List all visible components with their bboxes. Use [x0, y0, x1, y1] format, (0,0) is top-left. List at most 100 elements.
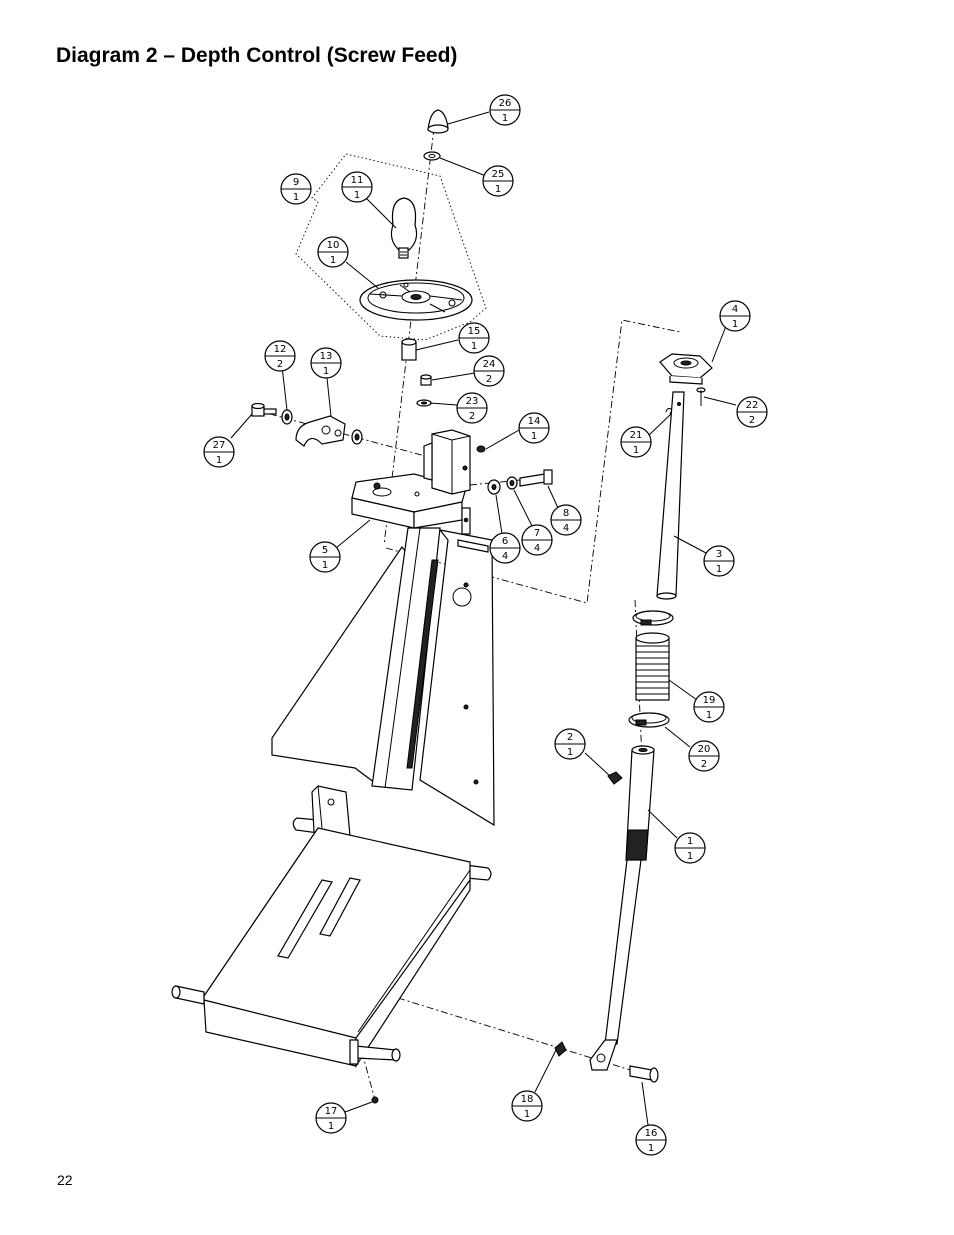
callout-27: 27 1 [203, 436, 235, 468]
callout-12-qty: 2 [277, 359, 283, 370]
knob-part-11 [390, 197, 418, 259]
callout-20-number: 20 [698, 744, 711, 755]
callout-18: 18 1 [511, 1090, 543, 1122]
callout-5-qty: 1 [322, 560, 328, 571]
callout-10-qty: 1 [330, 255, 336, 266]
hose-clamp-part-20-upper [632, 610, 674, 626]
callout-16-number: 16 [645, 1128, 658, 1139]
callout-balloons: 26 1 25 1 9 1 11 1 10 1 4 1 [203, 94, 768, 1156]
washer-part-25 [423, 151, 441, 161]
callout-12-number: 12 [274, 344, 287, 355]
washer-part-12 [281, 409, 363, 445]
callout-18-qty: 1 [524, 1109, 530, 1120]
bracket-part-13 [295, 415, 346, 447]
callout-4-qty: 1 [732, 319, 738, 330]
callout-9: 9 1 [280, 173, 312, 205]
callout-19: 19 1 [693, 691, 725, 723]
washer-part-23 [416, 399, 432, 407]
callout-24-qty: 2 [486, 374, 492, 385]
callout-13: 13 1 [310, 347, 342, 379]
set-screw-part-2 [607, 771, 623, 785]
callout-4: 4 1 [719, 300, 751, 332]
bolt-part-27 [251, 402, 277, 417]
callout-23-number: 23 [466, 396, 479, 407]
callout-8-qty: 4 [563, 523, 569, 534]
nut-part-17 [371, 1096, 379, 1104]
bushing-part-15 [401, 338, 417, 361]
callout-15: 15 1 [458, 322, 490, 354]
callout-8-number: 8 [563, 508, 569, 519]
callout-26-number: 26 [499, 98, 512, 109]
callout-26: 26 1 [489, 94, 521, 126]
callout-10: 10 1 [317, 236, 349, 268]
callout-14-number: 14 [528, 416, 541, 427]
callout-21-qty: 1 [633, 445, 639, 456]
callout-6-number: 6 [502, 536, 508, 547]
callout-6-qty: 4 [502, 551, 508, 562]
callout-1-number: 1 [687, 836, 693, 847]
callout-26-qty: 1 [502, 113, 508, 124]
callout-7-number: 7 [534, 528, 540, 539]
callout-27-number: 27 [213, 440, 226, 451]
bolt-part-8 [519, 469, 553, 487]
callout-14-qty: 1 [531, 431, 537, 442]
callout-3: 3 1 [703, 545, 735, 577]
washer-part-7 [506, 476, 518, 490]
callout-11-qty: 1 [354, 190, 360, 201]
callout-27-qty: 1 [216, 455, 222, 466]
callout-25: 25 1 [482, 165, 514, 197]
callout-23: 23 2 [456, 392, 488, 424]
callout-13-number: 13 [320, 351, 333, 362]
callout-17-qty: 1 [328, 1121, 334, 1132]
callout-25-qty: 1 [495, 184, 501, 195]
handwheel-subassembly-boundary [295, 153, 487, 341]
callout-7: 7 4 [521, 524, 553, 556]
washer-part-6 [487, 479, 501, 495]
callout-18-number: 18 [521, 1094, 534, 1105]
pin-part-22 [696, 387, 706, 406]
callout-25-number: 25 [492, 169, 505, 180]
arm-part-1 [589, 745, 655, 1071]
callout-1-qty: 1 [687, 851, 693, 862]
callout-5-number: 5 [322, 545, 328, 556]
housing-part-4 [659, 353, 713, 385]
callout-22-qty: 2 [749, 415, 755, 426]
callout-3-number: 3 [716, 549, 722, 560]
callout-9-qty: 1 [293, 192, 299, 203]
base-frame [171, 785, 492, 1069]
callout-11: 11 1 [341, 171, 373, 203]
callout-15-number: 15 [468, 326, 481, 337]
bellows-boot-part-19 [635, 632, 670, 701]
callout-23-qty: 2 [469, 411, 475, 422]
callout-19-number: 19 [703, 695, 716, 706]
callout-22: 22 2 [736, 396, 768, 428]
leader-lines [230, 111, 737, 1126]
screw-part-14 [476, 445, 486, 453]
callout-17-number: 17 [325, 1106, 338, 1117]
page-title: Diagram 2 – Depth Control (Screw Feed) [56, 44, 458, 67]
callout-11-number: 11 [351, 175, 364, 186]
clip-part-18 [554, 1041, 567, 1057]
callout-14: 14 1 [518, 412, 550, 444]
callout-1: 1 1 [674, 832, 706, 864]
callout-21-number: 21 [630, 430, 643, 441]
callout-21: 21 1 [620, 426, 652, 458]
handwheel-part-10 [359, 279, 473, 321]
callout-13-qty: 1 [323, 366, 329, 377]
callout-24-number: 24 [483, 359, 496, 370]
callout-19-qty: 1 [706, 710, 712, 721]
callout-2-number: 2 [567, 732, 573, 743]
callout-16: 16 1 [635, 1124, 667, 1156]
callout-5: 5 1 [309, 541, 341, 573]
callout-16-qty: 1 [648, 1143, 654, 1154]
callout-12: 12 2 [264, 340, 296, 372]
nut-part-24 [420, 374, 432, 386]
callout-10-number: 10 [327, 240, 340, 251]
callout-2-qty: 1 [567, 747, 573, 758]
callout-8: 8 4 [550, 504, 582, 536]
callout-6: 6 4 [489, 532, 521, 564]
screw-shaft-part-3 [656, 391, 685, 600]
callout-22-number: 22 [746, 400, 759, 411]
callout-2: 2 1 [554, 728, 586, 760]
